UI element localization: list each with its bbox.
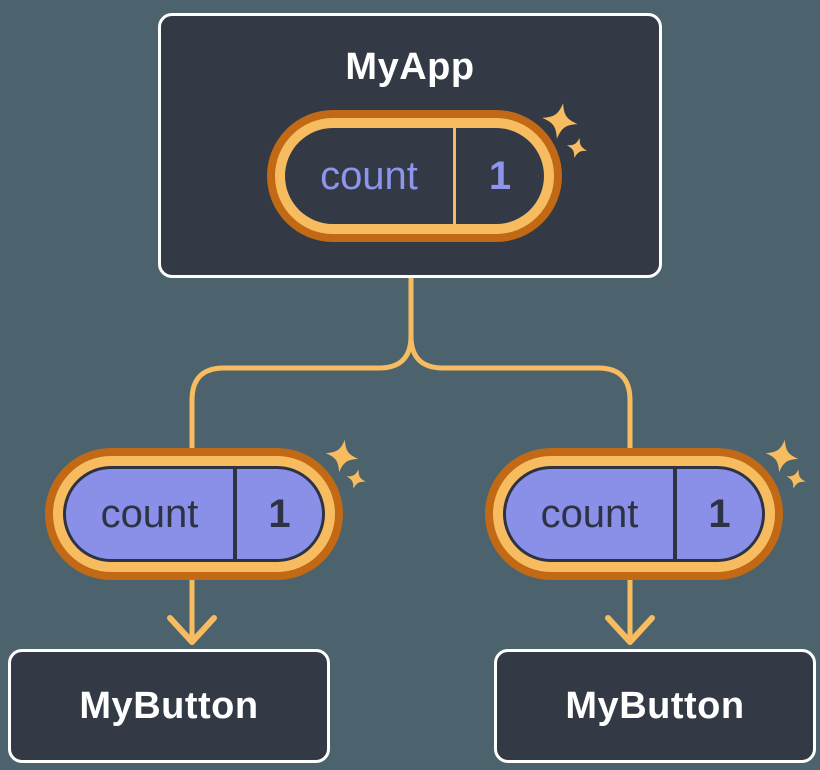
prop-value: 1 [268, 491, 291, 536]
prop-pill-body: count 1 [63, 466, 325, 562]
prop-pill-body: count 1 [503, 466, 765, 562]
state-pill-body: count 1 [285, 128, 544, 224]
prop-pill-ring: count 1 [493, 456, 775, 572]
state-pill-myapp: count 1 [267, 110, 562, 242]
component-card-mybutton-right: MyButton [494, 649, 816, 763]
component-label: MyButton [565, 684, 745, 727]
component-label: MyApp [345, 46, 475, 88]
state-name: count [320, 153, 418, 198]
prop-pill-ring: count 1 [53, 456, 335, 572]
state-pill-ring: count 1 [275, 118, 554, 234]
prop-value: 1 [708, 491, 731, 536]
component-card-mybutton-left: MyButton [8, 649, 330, 763]
arrow-down-icon [605, 615, 655, 645]
arrow-down-icon [167, 615, 217, 645]
connector-left-branch [189, 275, 414, 641]
pill-divider [233, 469, 237, 559]
prop-name: count [540, 491, 639, 536]
prop-pill-right: count 1 [485, 448, 783, 580]
pill-divider [453, 128, 456, 224]
connector-right-branch [408, 275, 633, 641]
state-value: 1 [488, 153, 512, 198]
prop-pill-left: count 1 [45, 448, 343, 580]
component-label: MyButton [79, 684, 259, 727]
prop-name: count [100, 491, 199, 536]
pill-divider [673, 469, 677, 559]
